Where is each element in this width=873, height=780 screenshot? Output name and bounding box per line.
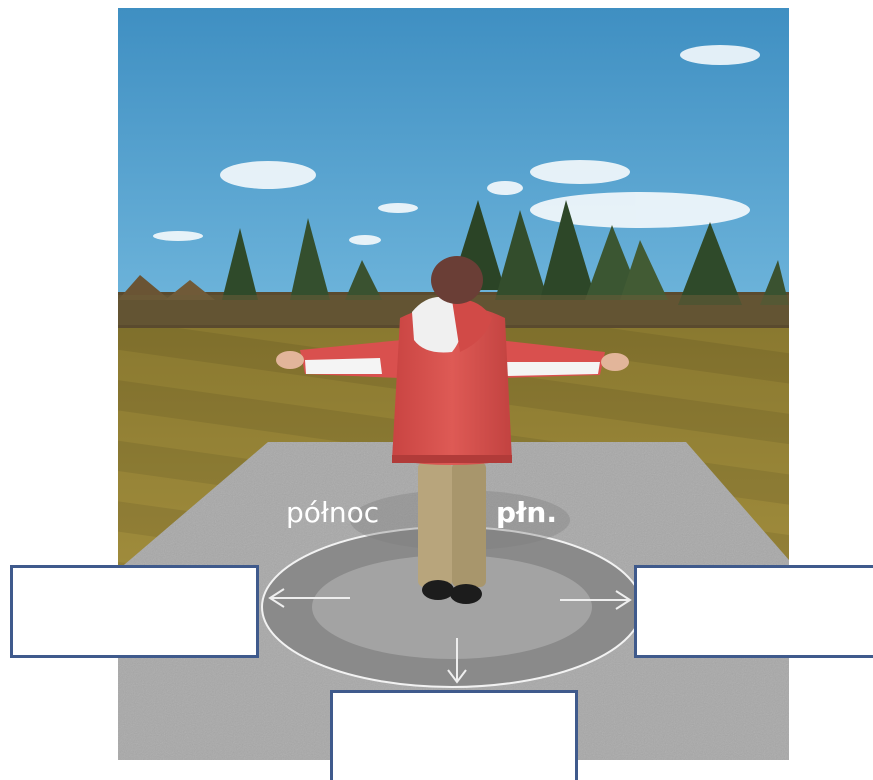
south-answer-box[interactable] <box>330 690 578 780</box>
west-answer-box[interactable] <box>10 565 259 658</box>
north-label-abbr: płn. <box>496 496 557 529</box>
east-answer-box[interactable] <box>634 565 873 658</box>
north-label-full: północ <box>286 496 379 529</box>
